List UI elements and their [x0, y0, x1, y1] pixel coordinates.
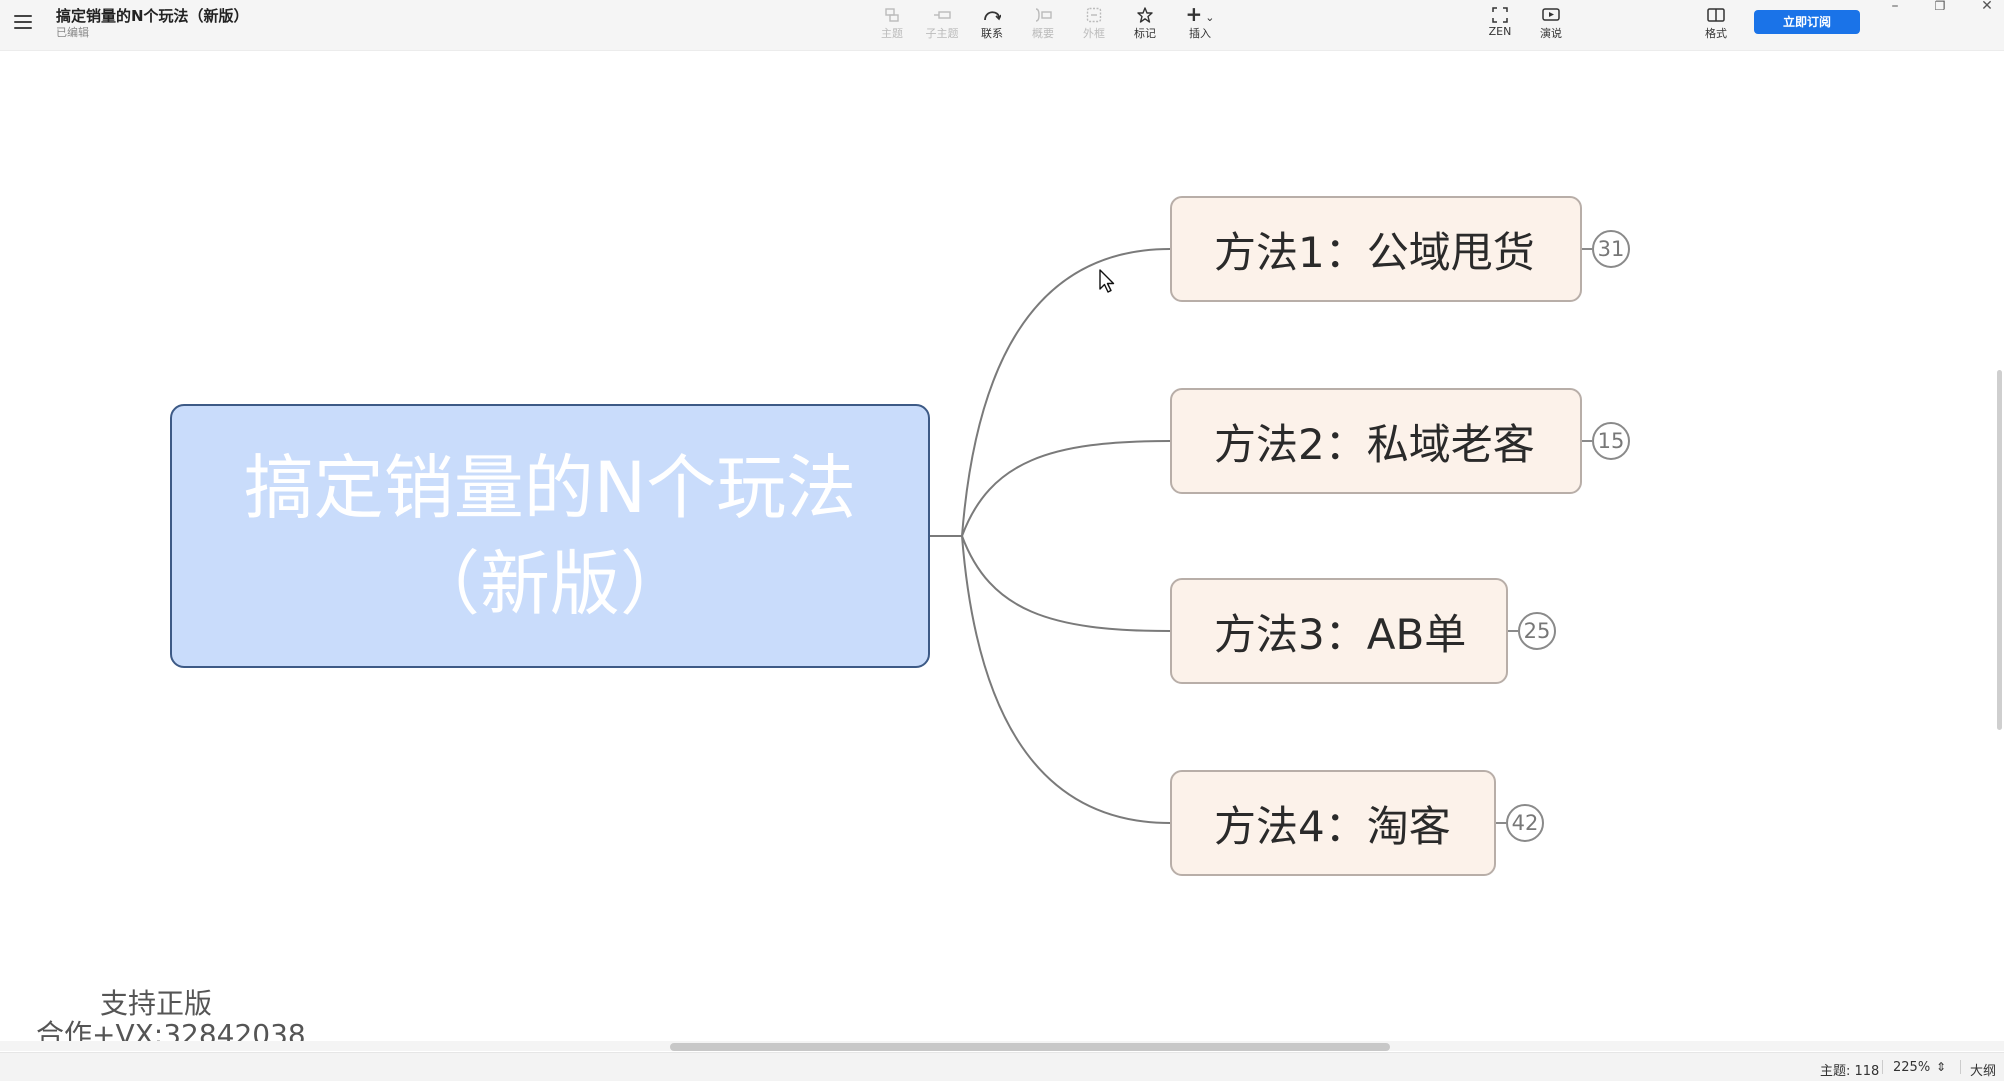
chevron-down-icon: ⌄ — [1205, 11, 1215, 24]
zoom-level[interactable]: 225% — [1893, 1060, 1931, 1075]
status-bar: 主题: 118 225% ⇕ 大纲 — [0, 1052, 2004, 1081]
boundary-button-label: 外框 — [1083, 27, 1105, 40]
mindmap-canvas[interactable]: 搞定销量的N个玩法 （新版） 方法1：公域甩货 31 方法2：私域老客 15 方… — [0, 51, 2004, 1041]
boundary-button[interactable]: 外框 — [1068, 3, 1120, 47]
present-button[interactable]: 演说 — [1525, 3, 1577, 47]
outline-button[interactable]: 大纲 — [1970, 1064, 1997, 1079]
branch-topic-1[interactable]: 方法1：公域甩货 — [1170, 196, 1582, 302]
branch-topic-label: 方法2：私域老客 — [1214, 419, 1535, 469]
topic-button-label: 主题 — [881, 27, 903, 40]
topic-button[interactable]: 主题 — [866, 3, 918, 47]
restore-icon[interactable]: ❐ — [1934, 0, 1946, 13]
branch-topic-4[interactable]: 方法4：淘客 — [1170, 770, 1496, 876]
zoom-stepper-icon[interactable]: ⇕ — [1936, 1060, 1947, 1074]
menu-icon[interactable] — [12, 11, 34, 33]
horizontal-scrollbar-thumb[interactable] — [670, 1043, 1390, 1051]
document-title[interactable]: 搞定销量的N个玩法（新版） — [56, 7, 249, 25]
zen-mode-button[interactable]: ZEN — [1474, 3, 1526, 47]
topic-icon — [866, 3, 918, 25]
branch-topic-label: 方法3：AB单 — [1214, 609, 1467, 659]
connector-line — [961, 248, 1171, 537]
format-panel-button[interactable]: 格式 — [1690, 3, 1742, 47]
summary-button-label: 概要 — [1032, 27, 1054, 40]
collapsed-count-badge[interactable]: 15 — [1592, 422, 1630, 460]
insert-button[interactable]: +⌄ 插入 — [1174, 3, 1226, 47]
branch-topic-label: 方法1：公域甩货 — [1214, 227, 1535, 277]
present-label: 演说 — [1540, 27, 1562, 40]
marker-button-label: 标记 — [1134, 27, 1156, 40]
branch-topic-2[interactable]: 方法2：私域老客 — [1170, 388, 1582, 494]
subscribe-button[interactable]: 立即订阅 — [1754, 10, 1860, 34]
connector-lines — [930, 248, 1592, 824]
star-icon — [1119, 3, 1171, 25]
branch-topic-3[interactable]: 方法3：AB单 — [1170, 578, 1508, 684]
connector-line — [961, 440, 1171, 537]
connector-line — [961, 535, 1171, 632]
document-status: 已编辑 — [56, 26, 89, 39]
branch-topic-label: 方法4：淘客 — [1214, 801, 1451, 851]
subtopic-button[interactable]: 子主题 — [916, 3, 968, 47]
central-topic-subtitle: （新版） — [410, 543, 690, 625]
zen-label: ZEN — [1488, 25, 1512, 38]
collapsed-count-badge[interactable]: 31 — [1592, 230, 1630, 268]
summary-button[interactable]: 概要 — [1017, 3, 1069, 47]
central-topic[interactable]: 搞定销量的N个玩法 （新版） — [170, 404, 930, 668]
plus-icon: + — [1185, 2, 1203, 26]
mouse-cursor-icon — [1099, 269, 1115, 293]
relationship-button-label: 联系 — [981, 27, 1003, 40]
boundary-icon — [1068, 3, 1120, 25]
insert-button-label: 插入 — [1189, 27, 1211, 40]
connector-line — [961, 535, 1171, 824]
collapsed-count-badge[interactable]: 42 — [1506, 804, 1544, 842]
fullscreen-icon — [1474, 3, 1526, 25]
vertical-scrollbar-thumb[interactable] — [1997, 370, 2002, 730]
play-icon — [1525, 3, 1577, 25]
watermark-line-1: 支持正版 — [100, 987, 213, 1020]
topic-count: 主题: 118 — [1820, 1064, 1880, 1079]
relationship-button[interactable]: 联系 — [966, 3, 1018, 47]
relationship-icon — [966, 3, 1018, 25]
subtopic-button-label: 子主题 — [925, 27, 959, 40]
subtopic-icon — [916, 3, 968, 25]
panel-icon — [1690, 3, 1742, 25]
marker-button[interactable]: 标记 — [1119, 3, 1171, 47]
close-icon[interactable]: ✕ — [1981, 0, 1993, 14]
minimize-icon[interactable]: – — [1891, 0, 1899, 14]
top-toolbar: 搞定销量的N个玩法（新版） 已编辑 主题 子主题 联系 概要 外框 标记 — [0, 0, 2004, 51]
format-label: 格式 — [1705, 27, 1727, 40]
summary-icon — [1017, 3, 1069, 25]
central-topic-title: 搞定销量的N个玩法 — [243, 447, 857, 529]
collapsed-count-badge[interactable]: 25 — [1518, 612, 1556, 650]
